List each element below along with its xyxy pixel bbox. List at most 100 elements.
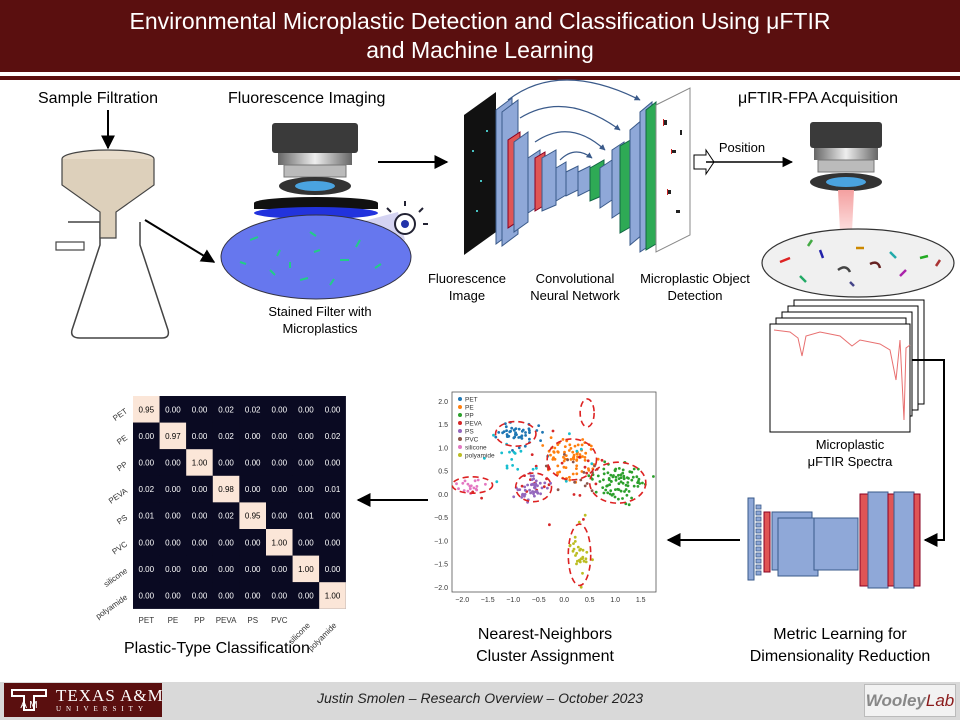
confusion-cell-value: 0.00 [272,512,288,521]
scatter-point [541,444,545,447]
scatter-point [540,486,544,490]
confusion-cell [292,396,320,423]
wooley-lab-logo: WooleyLab [864,684,956,717]
tamu-logo: A M TEXAS A&M UNIVERSITY [4,683,164,717]
slide-title-line-1: Environmental Microplastic Detection and… [129,8,831,34]
scatter-point [621,497,624,500]
scatter-point [577,520,581,524]
scatter-point [528,488,531,492]
scatter-point [594,490,598,494]
tamu-sub: UNIVERSITY [56,705,148,713]
confusion-cell-value: 0.00 [192,538,208,547]
y-tick-label: −0.5 [434,515,448,522]
confusion-cell-value: 0.00 [325,538,341,547]
confusion-cell-value: 0.02 [218,512,234,521]
confusion-cell [212,396,240,423]
confusion-cell [319,555,346,583]
scatter-point [558,470,562,474]
light-source-icon [386,201,428,235]
scatter-point [565,439,569,443]
confusion-cell-value: 0.00 [325,512,341,521]
scatter-point [627,503,631,507]
confusion-cell [159,582,187,609]
confusion-cell-value: 0.00 [192,565,208,574]
confusion-cell [266,396,293,423]
scatter-point [571,460,575,464]
scatter-point [609,473,613,477]
scatter-point [472,486,476,490]
confusion-cell [319,475,346,503]
cluster-ellipse [546,438,598,481]
scatter-point [530,453,534,456]
confusion-cell [186,449,213,476]
confusion-cell [133,555,160,583]
scatter-point [517,436,521,439]
confusion-cell-value: 0.00 [139,538,155,547]
scatter-point [579,478,583,482]
confusion-cell-value: 0.00 [139,459,155,468]
legend-label: polyamide [465,453,495,460]
confusion-cell-value: 0.02 [139,485,155,494]
fluorescence-objective [254,123,378,219]
legend-marker [458,397,462,401]
confusion-cell-value: 0.95 [139,405,155,414]
confusion-cell [159,529,187,556]
legend-marker [458,445,462,449]
legend-label: PVC [465,437,479,444]
scatter-point [534,483,537,487]
scatter-point [475,485,479,488]
scatter-point [512,436,516,440]
confusion-cell [159,502,187,529]
scatter-point [578,453,582,456]
confusion-cell [159,449,187,476]
confusion-row-label: PE [115,433,129,446]
cluster-ellipse [567,523,592,587]
scatter-point [581,455,584,458]
x-tick-label: −1.5 [481,597,495,604]
scatter-point [636,485,640,488]
confusion-cell [133,582,160,609]
scatter-point [596,474,600,478]
scatter-point [501,431,504,435]
scatter-point [598,480,602,483]
scatter-point [461,481,465,485]
tamu-name: TEXAS A&M [56,686,164,705]
scatter-point [576,545,580,549]
scatter-point [563,453,566,456]
confusion-cell [239,422,266,450]
scatter-point [524,431,527,434]
confusion-cell [212,555,240,583]
confusion-cell [319,449,346,476]
scatter-point [635,475,639,479]
legend-label: silicone [465,445,487,452]
ftir-filter [761,228,955,298]
nearest-neighbors-label: Nearest-Neighbors Cluster Assignment [476,626,614,665]
scatter-point [505,435,509,438]
scatter-point [546,486,549,490]
confusion-cell-value: 0.00 [192,405,208,414]
confusion-cell [133,475,160,503]
scatter-point [515,433,518,436]
scatter-point [520,434,524,438]
scatter-point [529,474,533,478]
scatter-point [537,424,541,427]
stained-filter-label: Stained Filter with Microplastics [268,304,372,336]
confusion-cell-value: 0.02 [218,405,234,414]
confusion-cell-value: 0.00 [245,538,261,547]
scatter-point [457,487,460,490]
confusion-cell [133,422,160,450]
fluorescent-particles [239,231,382,286]
scatter-point [590,462,594,466]
confusion-cell [159,396,187,423]
scatter-point [529,491,532,495]
scatter-point [610,480,613,483]
scatter-point [519,449,523,453]
scatter-point [584,560,588,564]
position-arrow-head [693,148,715,176]
confusion-cell-value: 0.00 [245,432,261,441]
scatter-point [556,464,560,468]
fluorescence-image-label: Fluorescence Image [427,271,507,303]
scatter-point [619,473,623,477]
